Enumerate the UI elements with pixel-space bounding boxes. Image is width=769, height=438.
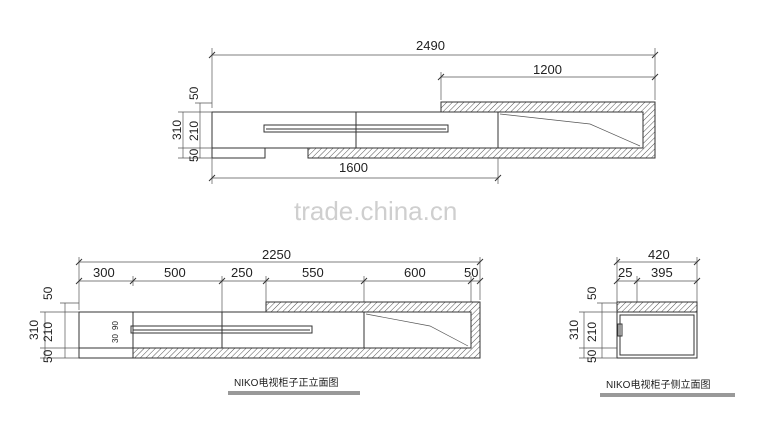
dim-label-210: 210 xyxy=(41,322,55,342)
left-dimensions: 50 210 50 310 xyxy=(170,86,212,162)
watermark-text: trade.china.cn xyxy=(294,196,457,226)
dim-label-310: 310 xyxy=(27,320,41,340)
dimension-segments: 300 500 250 550 600 50 xyxy=(75,265,484,312)
side-body xyxy=(616,311,698,359)
dim-label-25: 25 xyxy=(618,265,632,280)
plinth xyxy=(211,147,266,159)
dim-label-90: 90 xyxy=(111,321,120,330)
dimension-total-width: 2250 xyxy=(75,247,484,310)
front-view-caption: NIKO电视柜子正立面图 xyxy=(234,376,338,389)
front-elevation-drawing: 2250 300 500 250 550 600 50 xyxy=(27,247,484,395)
dim-label-50-bottom: 50 xyxy=(585,349,599,363)
dim-label-30: 30 xyxy=(111,334,120,343)
drawer-body xyxy=(211,111,499,149)
dim-label-50-top: 50 xyxy=(187,86,201,100)
plinth xyxy=(78,347,134,359)
dim-label-310: 310 xyxy=(567,320,581,340)
dim-label-1200: 1200 xyxy=(533,62,562,77)
glass-reflection xyxy=(365,313,469,347)
dim-label-50-top: 50 xyxy=(585,286,599,300)
side-top-panel xyxy=(616,301,698,313)
left-dimensions: 50 210 50 310 xyxy=(567,286,617,363)
dim-label-210: 210 xyxy=(187,121,201,141)
dim-label-550: 550 xyxy=(302,265,324,280)
dimension-total-width: 420 xyxy=(613,247,701,302)
dim-label-310: 310 xyxy=(170,120,184,140)
dim-label-420: 420 xyxy=(648,247,670,262)
drawer-handle xyxy=(130,325,313,334)
left-dimensions: 50 210 50 310 xyxy=(27,286,79,363)
dim-label-50: 50 xyxy=(464,265,478,280)
dimension-total-width: 2490 xyxy=(208,38,659,108)
side-handle xyxy=(617,323,623,337)
dimension-segments: 25 395 xyxy=(613,265,701,302)
dim-label-50-top: 50 xyxy=(41,286,55,300)
dim-label-210: 210 xyxy=(585,322,599,342)
dim-label-50-bottom: 50 xyxy=(41,349,55,363)
dimension-right-segment: 1200 xyxy=(437,62,659,100)
dim-label-300: 300 xyxy=(93,265,115,280)
dimension-bottom-width: 1600 xyxy=(208,158,502,184)
dim-label-395: 395 xyxy=(651,265,673,280)
glass-panel xyxy=(497,111,644,149)
glass-panel xyxy=(363,311,472,349)
glass-reflection xyxy=(499,113,641,147)
dim-label-500: 500 xyxy=(164,265,186,280)
drawer-handle xyxy=(263,124,449,133)
dim-label-600: 600 xyxy=(404,265,426,280)
dim-label-250: 250 xyxy=(231,265,253,280)
side-elevation-drawing: 420 25 395 50 210 50 310 xyxy=(567,247,735,397)
dim-label-50-bottom: 50 xyxy=(187,148,201,162)
dim-label-1600: 1600 xyxy=(339,160,368,175)
top-elevation-drawing: 2490 1200 50 210 xyxy=(170,38,659,184)
side-view-caption: NIKO电视柜子侧立面图 xyxy=(606,378,710,391)
dim-label-2250: 2250 xyxy=(262,247,291,262)
dim-label-2490: 2490 xyxy=(416,38,445,53)
